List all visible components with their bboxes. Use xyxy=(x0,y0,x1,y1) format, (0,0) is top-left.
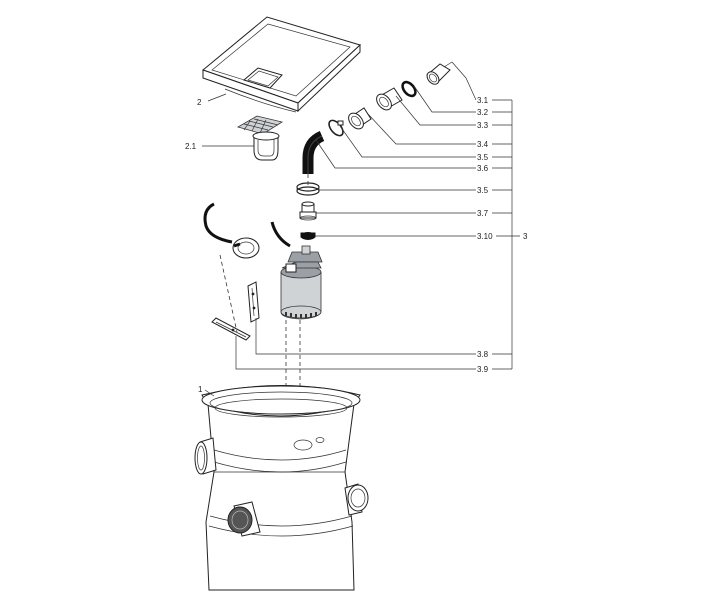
cover-frame-part-2 xyxy=(201,16,361,113)
label-3-1: 3.1 xyxy=(477,96,489,105)
hose-part-3-6 xyxy=(302,130,325,174)
union-part-3-3 xyxy=(376,87,403,111)
label-3-7: 3.7 xyxy=(477,209,489,218)
discharge-fittings xyxy=(328,61,453,137)
adapter-part-3-4 xyxy=(348,107,372,130)
label-3: 3 xyxy=(523,232,528,241)
label-2: 2 xyxy=(197,98,202,107)
label-3-6: 3.6 xyxy=(477,164,489,173)
pump-inlet-slots xyxy=(285,312,317,318)
label-3-5-upper: 3.5 xyxy=(477,153,489,162)
label-3-3: 3.3 xyxy=(477,121,489,130)
label-3-2: 3.2 xyxy=(477,108,489,117)
grate-trap-part-2-1 xyxy=(236,115,284,161)
o-ring-part-3-2 xyxy=(401,80,417,98)
float-switch xyxy=(203,202,260,259)
inlet-front xyxy=(227,501,261,537)
label-3-8: 3.8 xyxy=(477,350,489,359)
label-1: 1 xyxy=(198,385,203,394)
label-3-5-lower: 3.5 xyxy=(477,186,489,195)
part-labels: 1 2 2.1 3.1 3.2 3.3 3.4 3.5 3.6 3.5 3.7 … xyxy=(185,96,528,394)
hose-clamp-part-3-5-upper xyxy=(328,119,344,137)
label-3-9: 3.9 xyxy=(477,365,489,374)
label-3-10: 3.10 xyxy=(477,232,493,241)
leader-lines xyxy=(202,61,520,397)
check-valve-part-3-10 xyxy=(300,232,316,240)
label-3-4: 3.4 xyxy=(477,140,489,149)
label-2-1: 2.1 xyxy=(185,142,197,151)
rod-part-3-9 xyxy=(211,317,251,341)
nipple-part-3-1 xyxy=(426,61,453,85)
pump xyxy=(270,221,323,320)
inlet-left xyxy=(194,437,217,475)
sump-chamber-part-1 xyxy=(194,385,369,591)
bracket-part-3-8 xyxy=(247,281,260,323)
nipple-part-3-7 xyxy=(299,201,317,221)
inlet-right xyxy=(344,483,369,516)
